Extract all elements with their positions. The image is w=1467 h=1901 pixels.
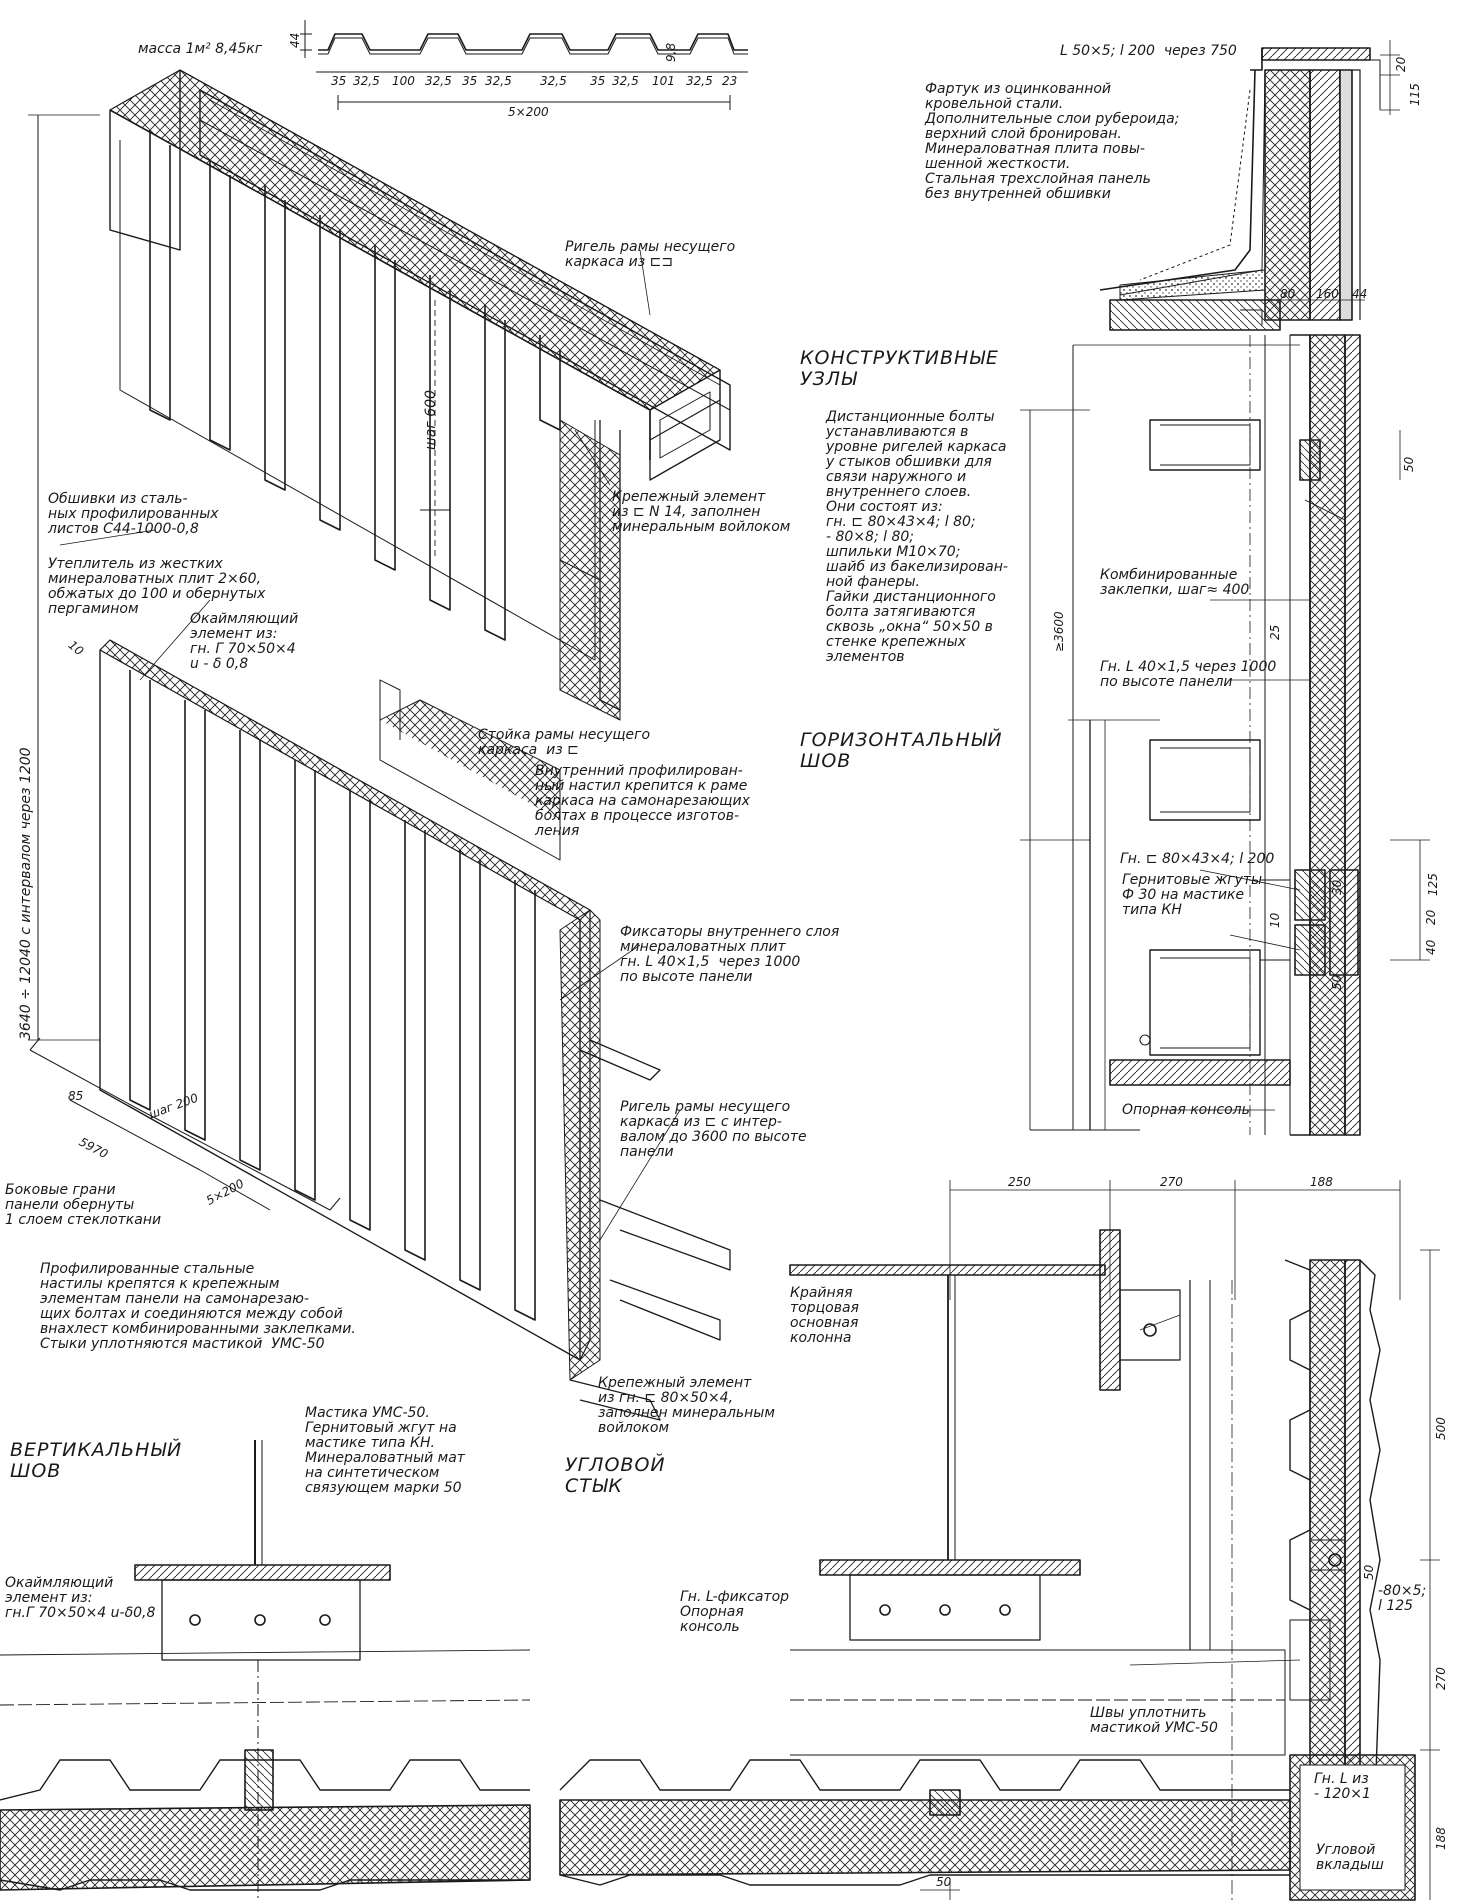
profile-dim-9: 32,5 — [612, 74, 639, 88]
profile-dim-7: 32,5 — [540, 74, 567, 88]
profile-dim-11: 32,5 — [686, 74, 713, 88]
profile-dim-3: 100 — [392, 74, 415, 88]
dim-25: 25 — [1268, 624, 1282, 640]
callout-edging-top: Окаймляющий элемент из: гн. Г 70×50×4 u … — [190, 611, 299, 672]
callout-fastener-top: Крепежный элемент из ⊏ N 14, заполнен ми… — [612, 489, 791, 535]
profile-dim-6: 32,5 — [485, 74, 512, 88]
profile-dim-10: 101 — [652, 74, 675, 88]
callout-corner-insert: Угловой вкладыш — [1316, 1842, 1384, 1873]
dim-50b: 50 — [1330, 974, 1344, 990]
callout-post: Стойка рамы несущего каркаса из ⊏ — [478, 727, 651, 758]
dim-270: 270 — [1160, 1175, 1183, 1189]
callout-pitch-600: шаг 600 — [423, 390, 439, 450]
title-nodes: КОНСТРУКТИВНЫЕ УЗЛЫ — [800, 347, 999, 390]
callout-angle-40: Гн. L 40×1,5 через 1000 по высоте панели — [1100, 659, 1277, 690]
horizontal-seam-node — [1020, 334, 1430, 1136]
roof-node — [1099, 40, 1400, 331]
callout-angle-120: Гн. L из - 120×1 — [1314, 1771, 1371, 1802]
dim-3600: ≥3600 — [1052, 611, 1066, 652]
callout-apron-angle: L 50×5; l 200 через 750 — [1060, 43, 1237, 59]
profile-thickness: 9,8 — [664, 42, 678, 62]
callout-insulation: Утеплитель из жестких минераловатных пли… — [48, 556, 266, 617]
callout-profiled-sheets: Профилированные стальные настилы крепятс… — [40, 1261, 356, 1352]
callout-roof-notes: Фартук из оцинкованной кровельной стали.… — [925, 81, 1180, 202]
callout-sheathing: Обшивки из сталь- ных профилированных ли… — [48, 491, 219, 537]
profile-height: 44 — [288, 32, 302, 48]
dim-10b: 10 — [1268, 912, 1282, 928]
dim-80: 80 — [1280, 287, 1296, 301]
dim-188v: 188 — [1434, 1827, 1448, 1850]
profile-section — [300, 20, 748, 110]
profile-total: 5×200 — [508, 105, 549, 119]
upper-panel — [109, 69, 731, 721]
profile-dim-8: 35 — [590, 74, 606, 88]
dim-40: 40 — [1424, 939, 1438, 955]
dim-panel-height: 3640 ÷ 12040 с интервалом через 1200 — [18, 747, 34, 1040]
dim-44: 44 — [1352, 287, 1368, 301]
dim-20b: 20 — [1424, 909, 1438, 925]
callout-crossbar-top: Ригель рамы несущего каркаса из ⊏⊐ — [565, 239, 736, 270]
callout-inner-deck: Внутренний профилирован- ный настил креп… — [535, 763, 750, 839]
dim-20: 20 — [1394, 56, 1408, 72]
callout-support-console: Опорная консоль — [1122, 1102, 1250, 1118]
profile-dim-1: 35 — [331, 74, 347, 88]
callout-edging-bottom: Окаймляющий элемент из: гн.Г 70×50×4 u-δ… — [5, 1575, 156, 1621]
dim-30: 30 — [1330, 879, 1344, 895]
dim-250: 250 — [1008, 1175, 1031, 1189]
title-corner-joint: УГЛОВОЙ СТЫК — [565, 1454, 666, 1497]
callout-gernit: Гернитовые жгуты Ф 30 на мастике типа КН — [1122, 872, 1263, 918]
profile-dim-4: 32,5 — [425, 74, 452, 88]
callout-end-column: Крайняя торцовая основная колонна — [790, 1285, 859, 1346]
callout-fixators: Фиксаторы внутреннего слоя минераловатны… — [620, 924, 840, 985]
dim-50d: 50 — [936, 1875, 952, 1889]
callout-rivets: Комбинированные заклепки, шаг≈ 400 — [1100, 567, 1250, 598]
callout-fastener-bottom: Крепежный элемент из гн. ⊏ 80×50×4, запо… — [598, 1375, 775, 1436]
callout-side-faces: Боковые грани панели обернуты 1 слоем ст… — [5, 1182, 162, 1228]
corner-joint-node — [559, 1180, 1440, 1901]
callout-fixator-console: Гн. L-фиксатор Опорная консоль — [680, 1589, 790, 1635]
lower-panel — [29, 639, 731, 1421]
callout-channel-80: Гн. ⊏ 80×43×4; l 200 — [1120, 851, 1275, 867]
dim-270v: 270 — [1434, 1667, 1448, 1690]
callout-mastic: Мастика УМС-50. Гернитовый жгут на масти… — [305, 1405, 465, 1496]
callout-distance-bolts: Дистанционные болты устанавливаются в ур… — [826, 409, 1008, 665]
callout-seal-seams: Швы уплотнить мастикой УМС-50 — [1090, 1705, 1218, 1736]
callout-plate-80: -80×5; l 125 — [1378, 1583, 1427, 1614]
dim-160: 160 — [1316, 287, 1339, 301]
dim-50a: 50 — [1402, 456, 1416, 472]
profile-dim-12: 23 — [722, 74, 738, 88]
profile-dim-5: 35 — [462, 74, 478, 88]
dim-115: 115 — [1408, 83, 1422, 106]
title-horizontal-seam: ГОРИЗОНТАЛЬНЫЙ ШОВ — [800, 729, 1003, 772]
profile-mass: масса 1м² 8,45кг — [138, 41, 263, 57]
profile-dim-2: 32,5 — [353, 74, 380, 88]
dim-188: 188 — [1310, 1175, 1333, 1189]
callout-crossbar-mid: Ригель рамы несущего каркаса из ⊏ с инте… — [620, 1099, 807, 1160]
dim-125: 125 — [1426, 873, 1440, 896]
dim-50c: 50 — [1362, 1564, 1376, 1580]
leader-lines — [59, 249, 1310, 1666]
vertical-seam-node — [0, 1440, 531, 1900]
dim-85: 85 — [68, 1089, 84, 1103]
dim-500: 500 — [1434, 1417, 1448, 1440]
title-vertical-seam: ВЕРТИКАЛЬНЫЙ ШОВ — [10, 1439, 183, 1482]
